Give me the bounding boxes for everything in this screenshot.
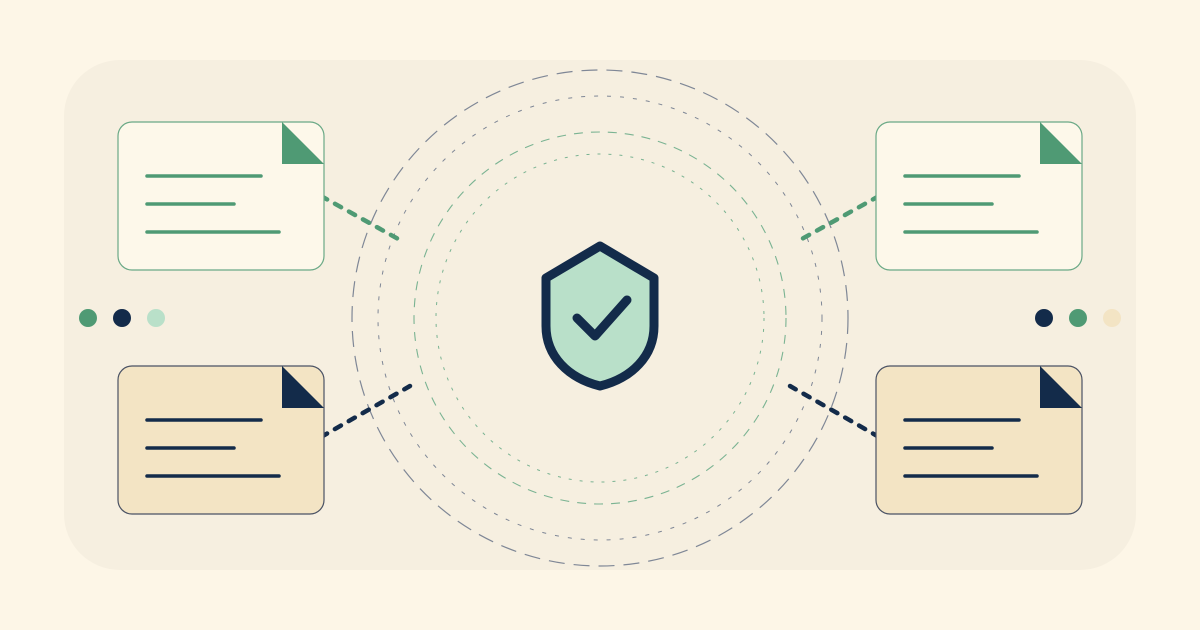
dot-icon bbox=[1035, 309, 1053, 327]
dot-icon bbox=[113, 309, 131, 327]
connector-top-right bbox=[797, 193, 882, 243]
security-rings bbox=[351, 69, 849, 567]
outer-ring bbox=[351, 69, 849, 567]
third-ring bbox=[413, 131, 787, 505]
shield-check-icon bbox=[541, 241, 659, 391]
document-icon bbox=[875, 121, 1083, 271]
document-icon bbox=[117, 365, 325, 515]
connector-bottom-right bbox=[787, 383, 882, 440]
dot-icon bbox=[1103, 309, 1121, 327]
folded-corner bbox=[282, 122, 324, 164]
dot-icon bbox=[1069, 309, 1087, 327]
dot-group-left bbox=[79, 309, 165, 327]
checkmark-icon bbox=[572, 295, 632, 341]
dot-group-right bbox=[1035, 309, 1121, 327]
document-icon bbox=[117, 121, 325, 271]
document-icon bbox=[875, 365, 1083, 515]
folded-corner bbox=[1040, 366, 1082, 408]
dot-icon bbox=[147, 309, 165, 327]
folded-corner bbox=[282, 366, 324, 408]
connector-top-left bbox=[318, 193, 403, 243]
connectors bbox=[318, 193, 882, 440]
folded-corner bbox=[1040, 122, 1082, 164]
dot-icon bbox=[79, 309, 97, 327]
second-ring bbox=[377, 95, 823, 541]
shield-body bbox=[541, 241, 659, 391]
inner-ring bbox=[435, 153, 765, 483]
connector-bottom-left bbox=[318, 383, 413, 440]
